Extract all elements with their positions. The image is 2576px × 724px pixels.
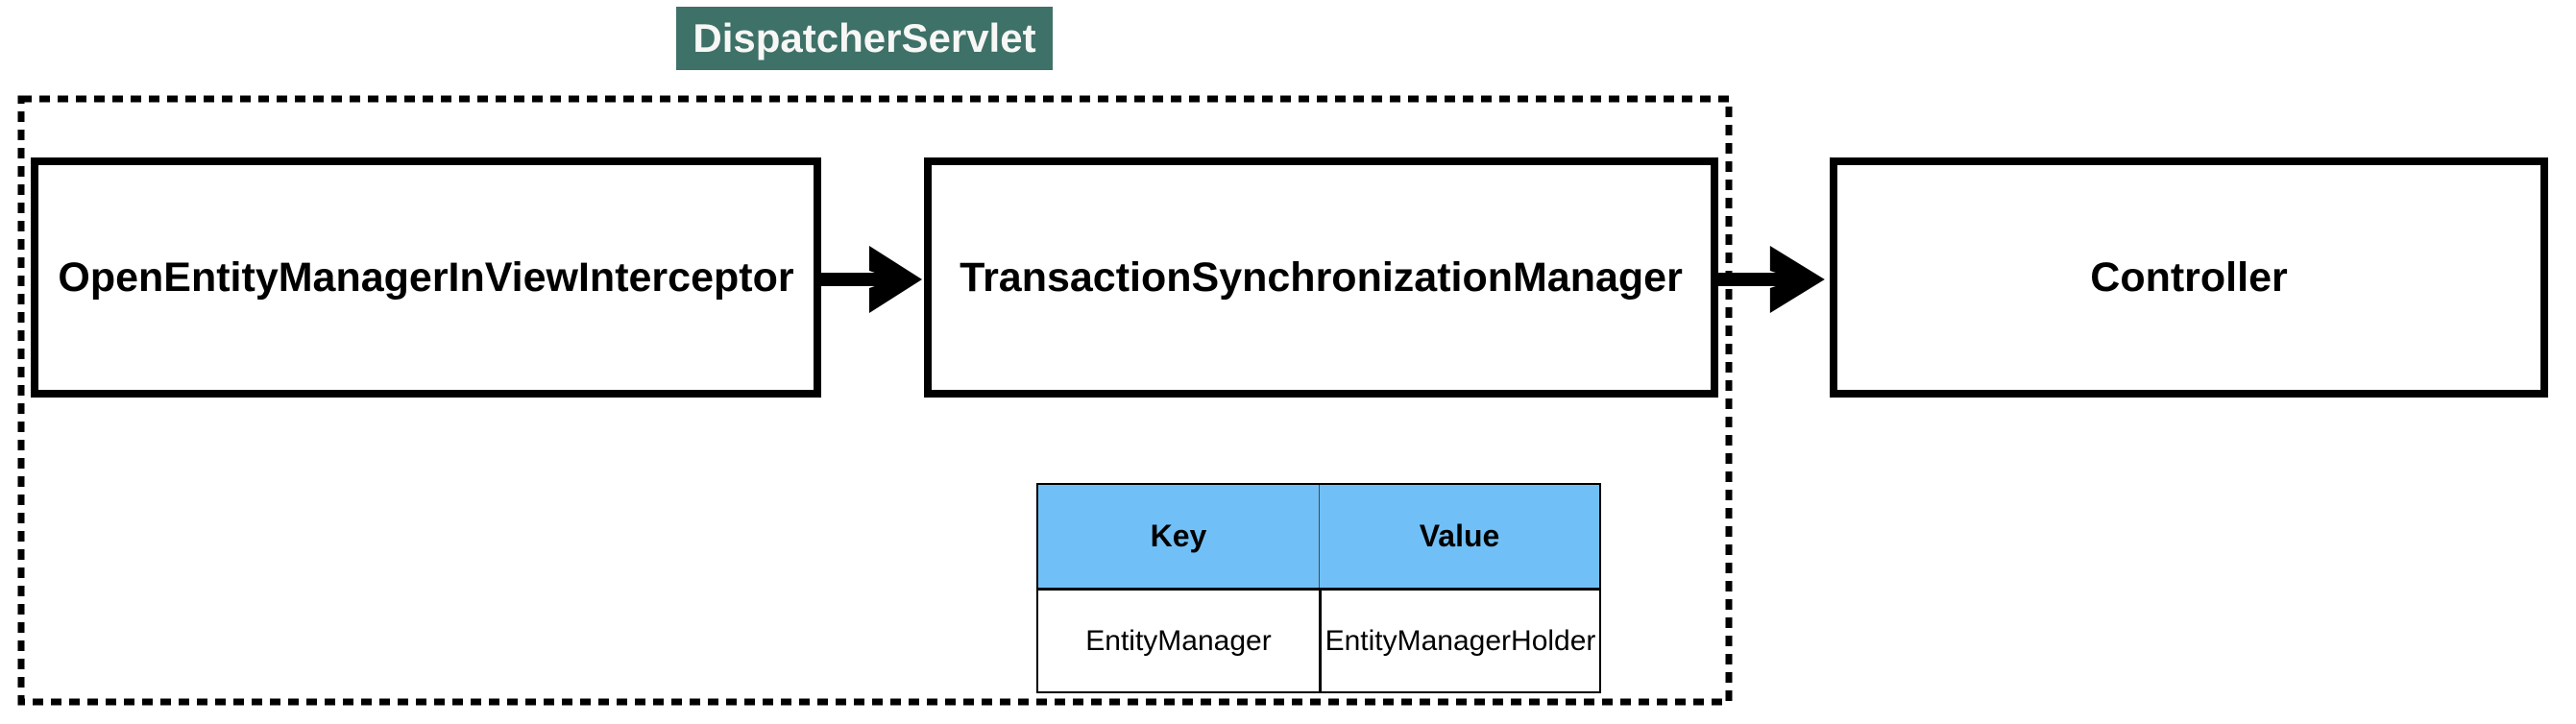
arrow-right-icon (819, 246, 922, 313)
binding-table: Key Value EntityManager EntityManagerHol… (1036, 483, 1601, 693)
table-header-key: Key (1038, 485, 1319, 588)
node-open-entity-manager-in-view-interceptor: OpenEntityManagerInViewInterceptor (31, 157, 821, 398)
node-transaction-synchronization-manager: TransactionSynchronizationManager (924, 157, 1718, 398)
node-label: Controller (2090, 253, 2288, 301)
table-cell-entity-manager-holder: EntityManagerHolder (1319, 588, 1599, 691)
table-header-value: Value (1319, 485, 1599, 588)
dispatcher-servlet-badge: DispatcherServlet (676, 7, 1053, 70)
node-label: OpenEntityManagerInViewInterceptor (58, 253, 794, 301)
arrow-right-icon (1718, 246, 1825, 313)
table-cell-entity-manager: EntityManager (1038, 588, 1319, 691)
node-controller: Controller (1830, 157, 2548, 398)
node-label: TransactionSynchronizationManager (960, 253, 1683, 301)
